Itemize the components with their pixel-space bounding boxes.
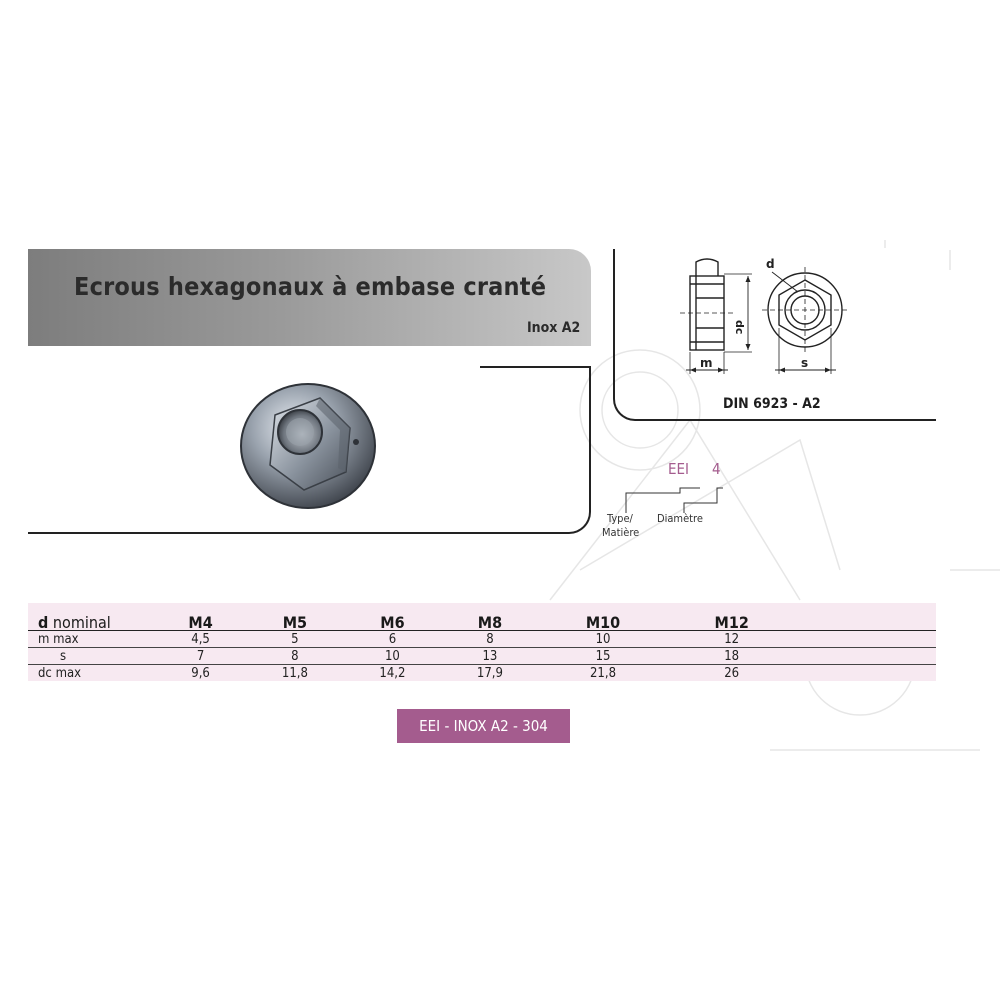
table-cell: 6 [343, 630, 442, 648]
drawing-frame [613, 249, 936, 421]
type-label: Type/ [607, 512, 633, 525]
table-cell: 10 [538, 630, 668, 648]
table-cell: 8 [441, 630, 539, 648]
table-row: m max 4,5 5 6 8 10 12 [28, 630, 936, 648]
dimension-dc-label: dc [733, 320, 746, 334]
standard-label: DIN 6923 - A2 [723, 396, 821, 412]
table-cell: 15 [538, 647, 668, 665]
table-header-row: d nominal M4 M5 M6 M8 M10 M12 [28, 603, 936, 631]
title-banner [28, 249, 591, 346]
table-row: dc max 9,6 11,8 14,2 17,9 21,8 26 [28, 665, 936, 682]
row-label: m max [28, 630, 155, 648]
table-cell: 4,5 [155, 630, 247, 648]
row-label: s [28, 647, 155, 665]
column-header: M4 [155, 603, 247, 631]
table-spacer [796, 630, 936, 648]
column-header: M6 [343, 603, 442, 631]
dimension-d-label: d [766, 257, 775, 271]
type-code: EEI [668, 460, 690, 478]
table-cell: 7 [155, 647, 247, 665]
table-cell: 18 [667, 647, 796, 665]
table-cell: 5 [246, 630, 344, 648]
table-cell: 13 [441, 647, 539, 665]
dimension-table: d nominal M4 M5 M6 M8 M10 M12 m max 4,5 … [28, 603, 936, 681]
header-label: d nominal [28, 603, 155, 631]
table-cell: 11,8 [281, 666, 308, 681]
photo-frame-top-rule [480, 366, 591, 368]
table-spacer [796, 603, 936, 631]
table-cell: 14,2 [379, 666, 406, 681]
table-cell: 8 [246, 647, 344, 665]
diameter-label: Diamètre [657, 512, 703, 525]
code-brackets [625, 487, 723, 513]
dimension-s-label: s [801, 356, 808, 370]
table-cell: 17,9 [476, 666, 503, 681]
matiere-label: Matière [602, 526, 640, 539]
table-spacer [796, 665, 936, 682]
table-row: s 7 8 10 13 15 18 [28, 647, 936, 665]
table-cell: 9,6 [191, 666, 210, 681]
column-header: M12 [667, 603, 796, 631]
column-header: M10 [538, 603, 668, 631]
table-cell: 10 [343, 647, 442, 665]
table-cell: 26 [724, 666, 740, 681]
dimension-m-label: m [700, 356, 713, 370]
column-header: M8 [441, 603, 539, 631]
table-cell: 12 [667, 630, 796, 648]
table-cell: 21,8 [589, 666, 617, 681]
code-explainer: EEI 4 Type/ Matière Diamètre [595, 455, 735, 545]
flange-nut-photo [240, 383, 376, 509]
dimension-drawing: d dc m s [680, 257, 848, 374]
row-label: dc max [38, 666, 82, 681]
reference-badge: EEI - INOX A2 - 304 [397, 709, 570, 743]
diameter-code: 4 [712, 460, 721, 478]
page-title: Ecrous hexagonaux à embase cranté [74, 272, 547, 301]
photo-frame [28, 366, 591, 534]
table-spacer [796, 647, 936, 665]
column-header: M5 [246, 603, 344, 631]
material-label: Inox A2 [527, 320, 581, 336]
